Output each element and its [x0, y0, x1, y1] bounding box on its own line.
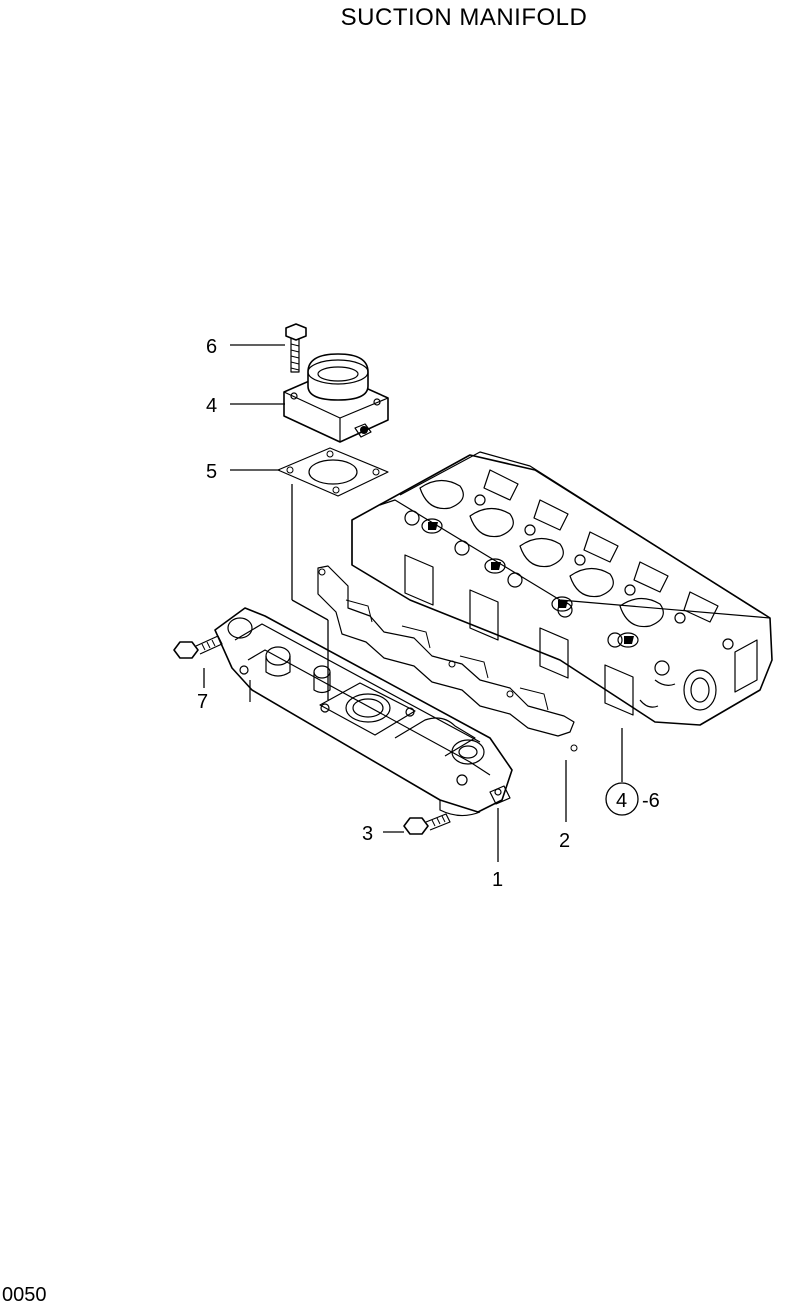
bolt-6	[285, 323, 307, 373]
callout-4-6-circle: 4	[616, 790, 627, 812]
page-number: 0050	[2, 1284, 47, 1306]
inlet-elbow	[283, 353, 389, 443]
page-title: SUCTION MANIFOLD	[340, 4, 588, 31]
elbow-gasket	[277, 447, 389, 497]
callout-6: 6	[206, 336, 217, 358]
callout-2: 2	[559, 830, 570, 852]
leader-lines	[203, 344, 639, 862]
callout-1: 1	[492, 869, 503, 891]
cylinder-head	[351, 451, 773, 726]
callout-4-6-suffix: -6	[642, 790, 660, 812]
bolt-7	[173, 635, 223, 659]
callout-5: 5	[206, 461, 217, 483]
callout-4: 4	[206, 395, 217, 417]
suction-manifold	[214, 607, 513, 817]
bolt-3	[403, 813, 451, 835]
callout-3: 3	[362, 823, 373, 845]
callout-7: 7	[197, 691, 208, 713]
manifold-gasket	[317, 565, 578, 752]
